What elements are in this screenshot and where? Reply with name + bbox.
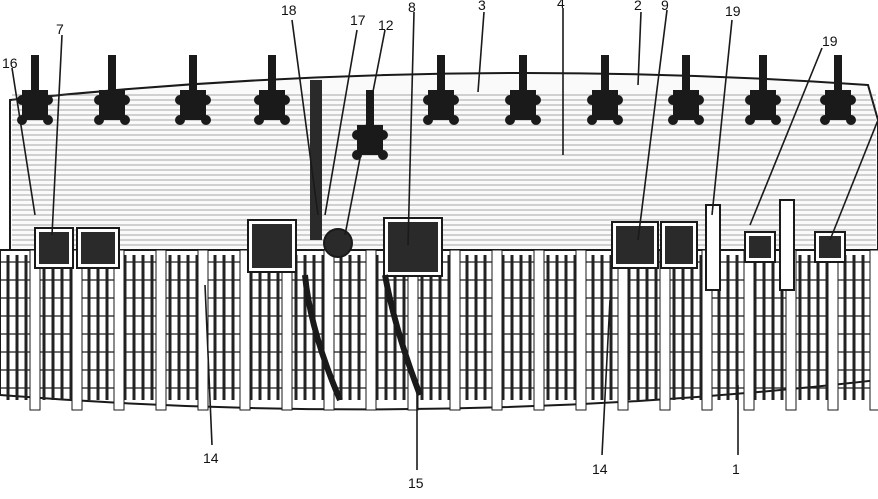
cannon-8 (587, 55, 623, 125)
callout-3: 3 (478, 0, 486, 13)
hatch-4 (388, 222, 438, 272)
frame-post (197, 249, 209, 411)
callout-9: 9 (661, 0, 669, 13)
frame-post (869, 249, 878, 411)
cannon-6 (423, 55, 459, 125)
callout-14-right: 14 (592, 461, 608, 477)
hatches (34, 80, 846, 291)
callout-2: 2 (634, 0, 642, 13)
cannon-2 (94, 55, 130, 125)
capstan (323, 228, 353, 258)
frame-post (533, 249, 545, 411)
hatch-8 (819, 236, 841, 258)
cannon-11 (820, 55, 856, 125)
frame-post (113, 249, 125, 411)
pump-post (705, 204, 721, 291)
callout-4: 4 (557, 0, 565, 11)
callout-17: 17 (350, 12, 366, 28)
hull-frames (0, 249, 878, 411)
callout-1: 1 (732, 461, 740, 477)
callout-15: 15 (408, 475, 424, 491)
frame-post (617, 249, 629, 411)
hatch-3 (252, 224, 292, 268)
frame-post (449, 249, 461, 411)
cannon-7 (505, 55, 541, 125)
cannons (17, 55, 856, 160)
cannon-9 (668, 55, 704, 125)
hatch-6 (665, 226, 693, 264)
callout-7: 7 (56, 21, 64, 37)
frame-post (491, 249, 503, 411)
hatch-5 (616, 226, 654, 264)
frame-post (239, 249, 251, 411)
cannon-1 (17, 55, 53, 125)
leader-lines (11, 8, 878, 470)
mast-post (310, 80, 322, 240)
hatch-2 (81, 232, 115, 264)
callout-18: 18 (281, 2, 297, 18)
frame-post (29, 249, 41, 411)
cannon-10 (745, 55, 781, 125)
hatch-7 (749, 236, 771, 258)
callout-19-top: 19 (725, 3, 741, 19)
frame-post (743, 249, 755, 411)
callout-12: 12 (378, 17, 394, 33)
callout-19-right: 19 (822, 33, 838, 49)
frame-post (827, 249, 839, 411)
cannon-4 (254, 55, 290, 125)
frame-post (281, 249, 293, 411)
pump-post (779, 199, 795, 291)
callout-16: 16 (2, 55, 18, 71)
frame-post (575, 249, 587, 411)
hatch-1 (39, 232, 69, 264)
frame-post (155, 249, 167, 411)
cannon-3 (175, 55, 211, 125)
brace-left (302, 274, 343, 402)
frame-post (365, 249, 377, 411)
frame-post (659, 249, 671, 411)
frame-post (71, 249, 83, 411)
brace-15 (382, 274, 423, 397)
callout-8: 8 (408, 0, 416, 15)
callout-14-left: 14 (203, 450, 219, 466)
